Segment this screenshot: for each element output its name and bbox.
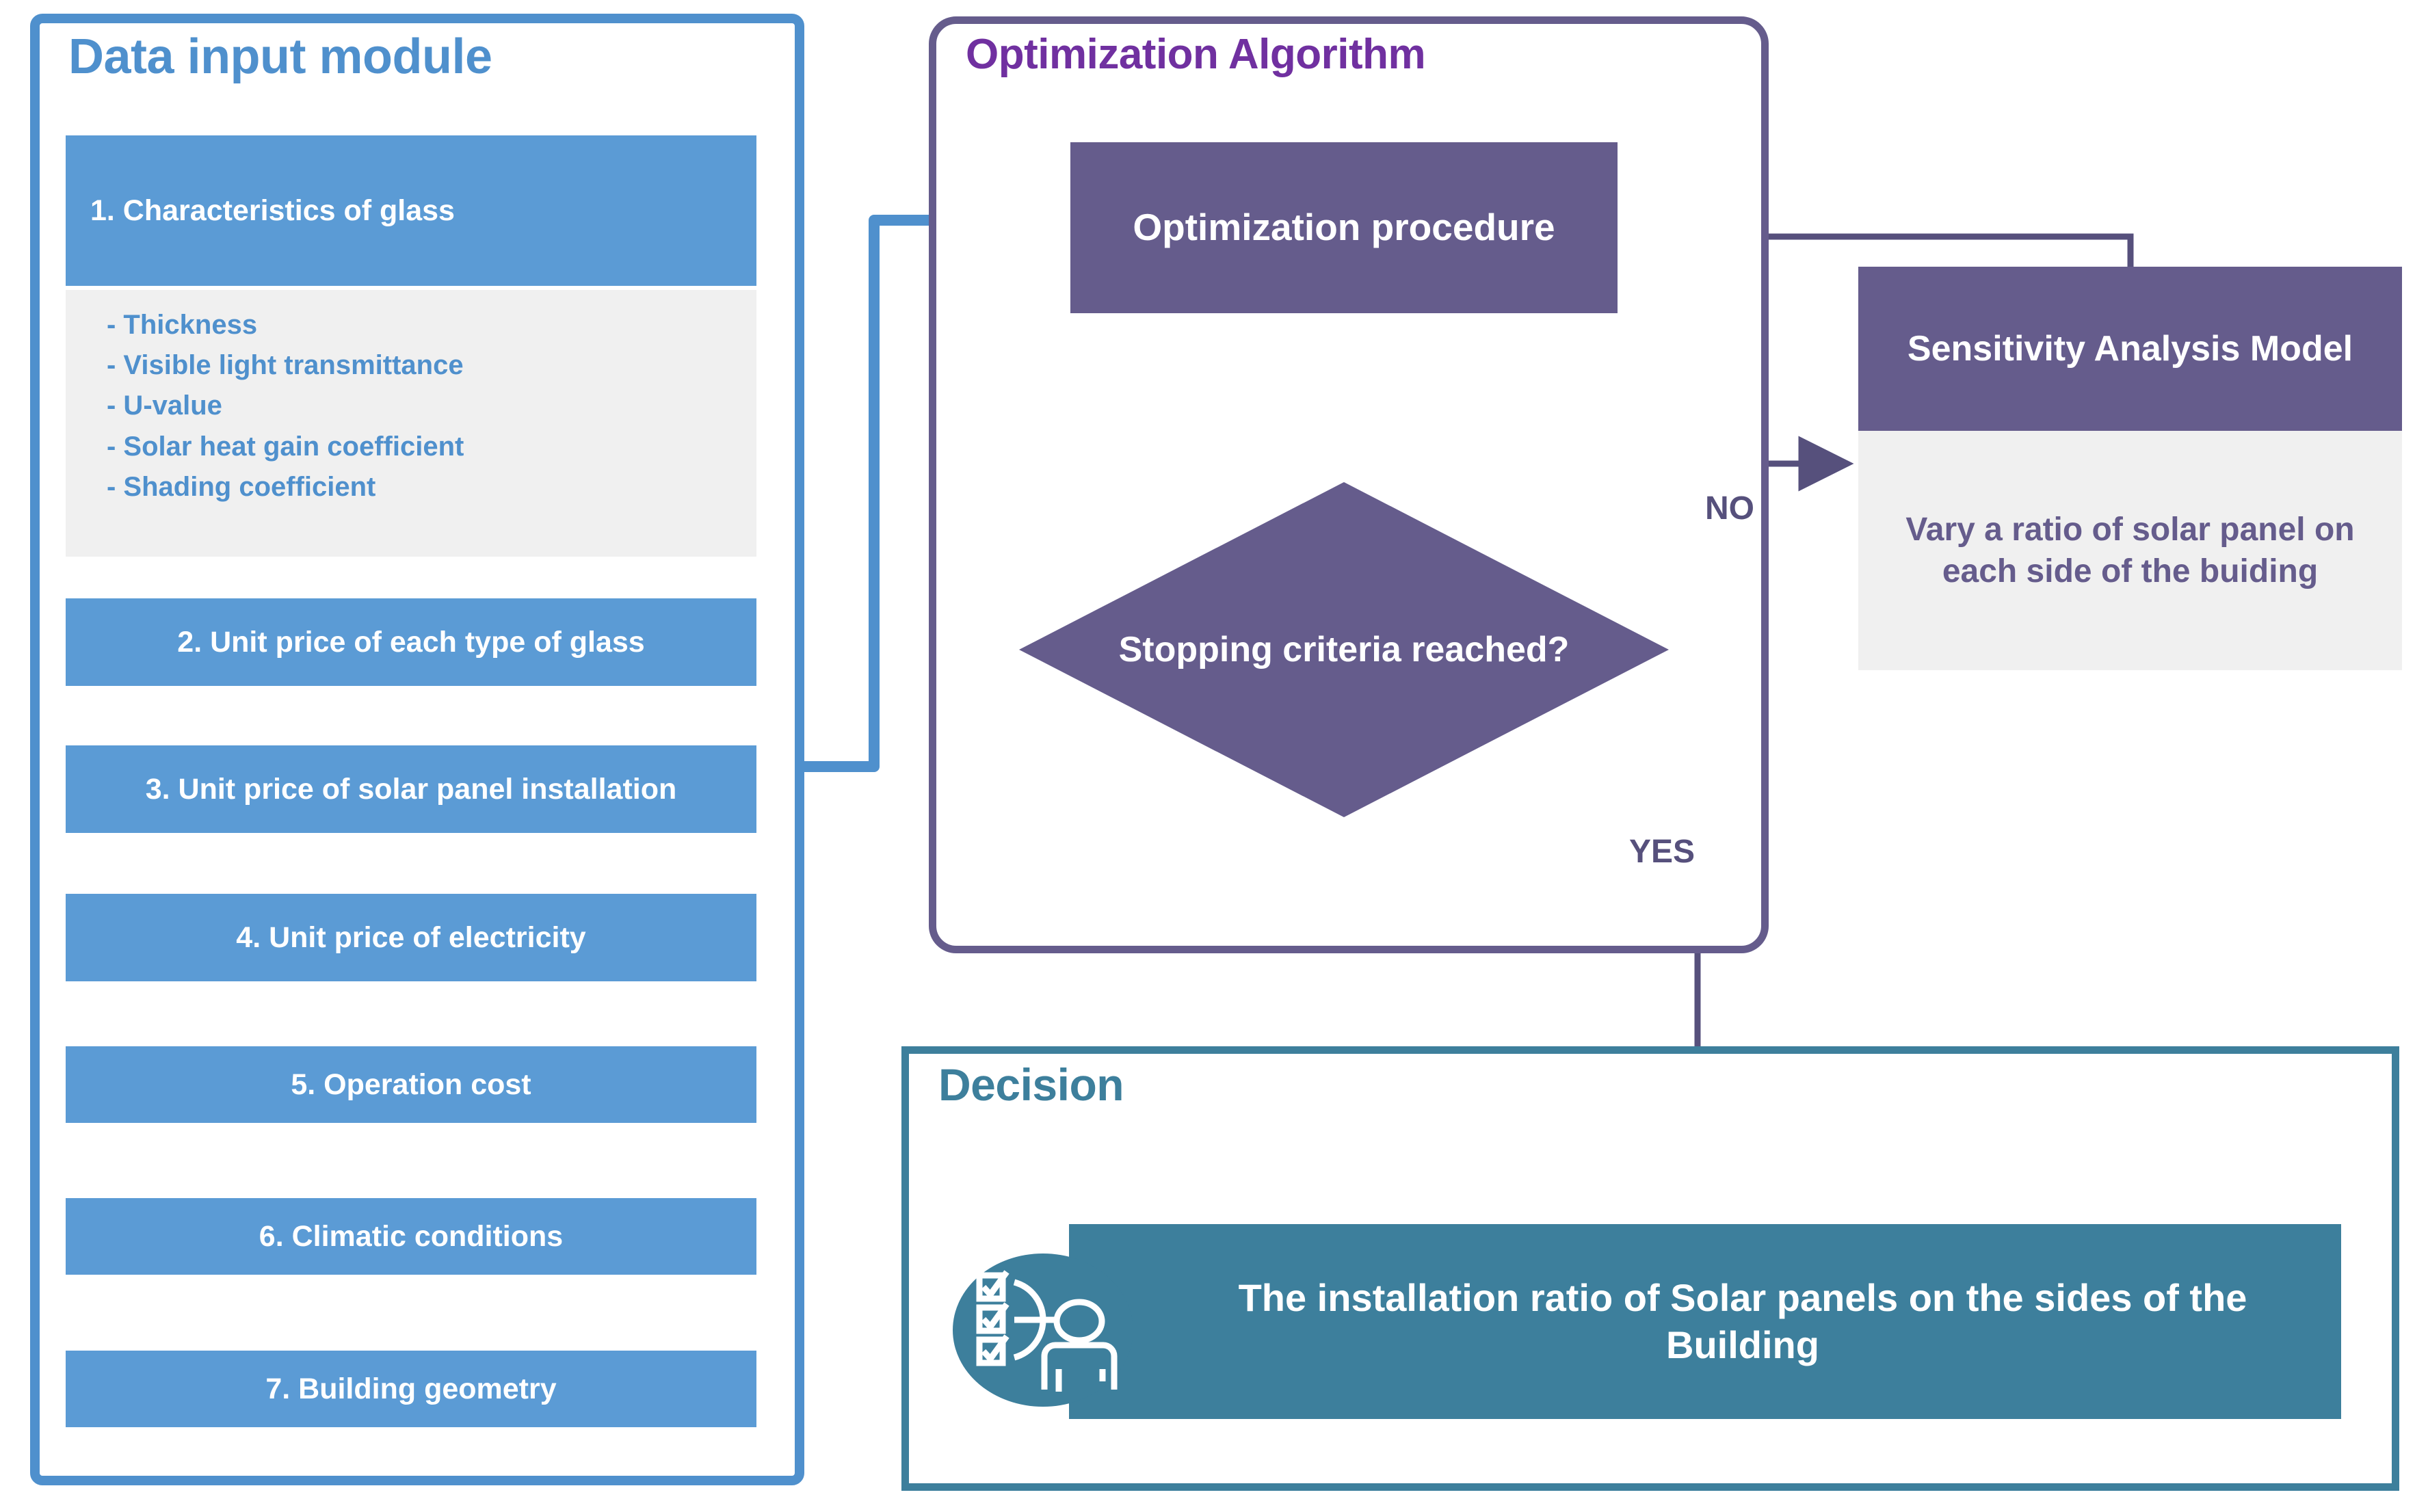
data-input-item-5[interactable]: 5. Operation cost	[66, 1046, 756, 1123]
data-input-item-7-label: 7. Building geometry	[265, 1372, 557, 1405]
stopping-criteria-decision-node[interactable]: Stopping criteria reached?	[1019, 482, 1669, 817]
data-input-item-4[interactable]: 4. Unit price of electricity	[66, 894, 756, 981]
optimization-algorithm-panel-title: Optimization Algorithm	[966, 31, 1426, 78]
glass-property-visible-light-transmittance: - Visible light transmittance	[107, 350, 464, 381]
data-input-item-2[interactable]: 2. Unit price of each type of glass	[66, 598, 756, 686]
optimization-procedure-box[interactable]: Optimization procedure	[1070, 142, 1618, 313]
glass-property-solar-heat-gain-coefficient: - Solar heat gain coefficient	[107, 431, 464, 462]
data-input-item-3-label: 3. Unit price of solar panel installatio…	[145, 772, 677, 806]
edge-label-yes: YES	[1629, 834, 1695, 870]
data-input-item-1-label: 1. Characteristics of glass	[90, 194, 455, 227]
sensitivity-analysis-model-title: Sensitivity Analysis Model	[1907, 328, 2353, 369]
sensitivity-analysis-model-header[interactable]: Sensitivity Analysis Model	[1858, 267, 2402, 431]
optimization-procedure-label: Optimization procedure	[1133, 206, 1555, 249]
glass-property-shading-coefficient: - Shading coefficient	[107, 471, 376, 502]
glass-property-u-value: - U-value	[107, 390, 222, 421]
sensitivity-analysis-model-description: Vary a ratio of solar panel on each side…	[1905, 511, 2355, 589]
glass-property-thickness: - Thickness	[107, 310, 258, 340]
glass-properties-list: - Thickness - Visible light transmittanc…	[66, 290, 756, 557]
sensitivity-analysis-model-body: Vary a ratio of solar panel on each side…	[1858, 431, 2402, 670]
data-input-item-7[interactable]: 7. Building geometry	[66, 1351, 756, 1427]
decision-panel-title: Decision	[938, 1059, 1124, 1110]
data-input-panel-title: Data input module	[68, 29, 492, 84]
data-input-item-6[interactable]: 6. Climatic conditions	[66, 1198, 756, 1275]
decision-result-label: The installation ratio of Solar panels o…	[1238, 1276, 2247, 1366]
checklist-person-icon	[953, 1254, 1133, 1407]
data-input-item-1[interactable]: 1. Characteristics of glass	[66, 135, 756, 286]
decision-result-box[interactable]: The installation ratio of Solar panels o…	[1069, 1224, 2341, 1419]
data-input-item-3[interactable]: 3. Unit price of solar panel installatio…	[66, 745, 756, 833]
data-input-item-5-label: 5. Operation cost	[291, 1067, 531, 1101]
data-input-item-6-label: 6. Climatic conditions	[259, 1219, 564, 1253]
diamond-shape	[1019, 482, 1669, 817]
data-input-item-2-label: 2. Unit price of each type of glass	[177, 625, 645, 659]
edge-label-no: NO	[1705, 490, 1754, 527]
data-input-item-4-label: 4. Unit price of electricity	[236, 920, 586, 954]
